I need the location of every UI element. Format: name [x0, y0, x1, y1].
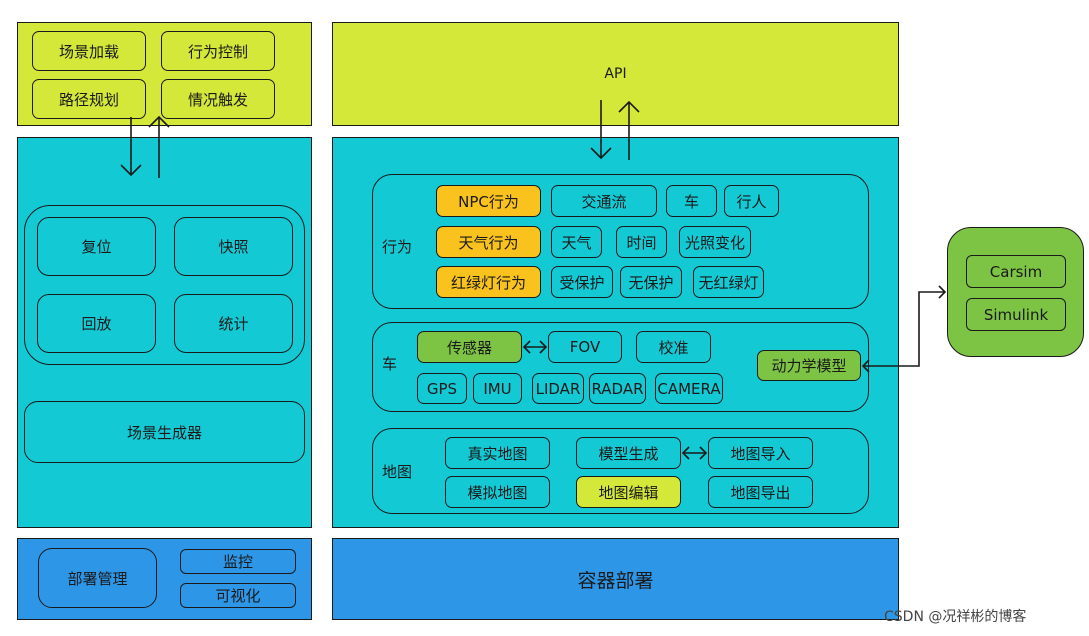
time-box[interactable]: 时间 [616, 226, 667, 258]
behavior-group [372, 174, 869, 309]
monitor-box[interactable]: 监控 [180, 549, 296, 574]
behavior-control-box[interactable]: 行为控制 [161, 31, 275, 71]
watermark: CSDN @况祥彬的博客 [884, 609, 1027, 625]
scene-generator-box[interactable]: 场景生成器 [24, 401, 305, 463]
unprotected-box[interactable]: 无保护 [620, 266, 682, 298]
scene-load-box[interactable]: 场景加载 [32, 31, 146, 71]
map-edit-box[interactable]: 地图编辑 [576, 476, 681, 508]
camera-box[interactable]: CAMERA [655, 373, 723, 404]
container-deploy-panel: 容器部署 [332, 538, 899, 620]
pedestrian-box[interactable]: 行人 [724, 185, 779, 217]
map-group-label: 地图 [382, 463, 413, 481]
calibration-box[interactable]: 校准 [636, 331, 711, 363]
lighting-change-box[interactable]: 光照变化 [679, 226, 751, 258]
playback-box[interactable]: 回放 [37, 294, 156, 353]
lidar-box[interactable]: LIDAR [532, 373, 584, 404]
api-panel: API [332, 22, 899, 126]
simulink-box[interactable]: Simulink [966, 298, 1066, 331]
fov-box[interactable]: FOV [548, 331, 622, 363]
protected-box[interactable]: 受保护 [551, 266, 613, 298]
no-traffic-light-box[interactable]: 无红绿灯 [693, 266, 764, 298]
deploy-manage-box[interactable]: 部署管理 [38, 548, 157, 608]
real-map-box[interactable]: 真实地图 [445, 437, 550, 469]
external-tools-group [947, 227, 1084, 357]
sim-map-box[interactable]: 模拟地图 [445, 476, 550, 508]
traffic-light-behavior-box[interactable]: 红绿灯行为 [436, 266, 541, 298]
visualize-box[interactable]: 可视化 [180, 583, 296, 608]
top-left-panel [17, 22, 312, 126]
behavior-group-label: 行为 [382, 238, 413, 256]
vehicle-group-label: 车 [382, 355, 398, 373]
statistics-box[interactable]: 统计 [174, 294, 293, 353]
reset-box[interactable]: 复位 [37, 217, 156, 276]
traffic-flow-box[interactable]: 交通流 [551, 185, 657, 217]
gps-box[interactable]: GPS [417, 373, 467, 404]
imu-box[interactable]: IMU [473, 373, 522, 404]
bottom-left-panel [17, 538, 312, 620]
weather-behavior-box[interactable]: 天气行为 [436, 226, 541, 258]
dynamics-model-box[interactable]: 动力学模型 [757, 350, 861, 381]
model-generate-box[interactable]: 模型生成 [576, 437, 681, 469]
map-group [372, 428, 869, 514]
replay-tools-group [24, 205, 305, 365]
snapshot-box[interactable]: 快照 [174, 217, 293, 276]
carsim-box[interactable]: Carsim [966, 255, 1066, 288]
npc-behavior-box[interactable]: NPC行为 [436, 185, 541, 217]
sensor-box[interactable]: 传感器 [417, 331, 522, 363]
radar-box[interactable]: RADAR [589, 373, 646, 404]
path-planning-box[interactable]: 路径规划 [32, 79, 146, 119]
map-export-box[interactable]: 地图导出 [708, 476, 813, 508]
situation-trigger-box[interactable]: 情况触发 [161, 79, 275, 119]
car-box[interactable]: 车 [666, 185, 717, 217]
weather-box[interactable]: 天气 [551, 226, 602, 258]
map-import-box[interactable]: 地图导入 [708, 437, 813, 469]
